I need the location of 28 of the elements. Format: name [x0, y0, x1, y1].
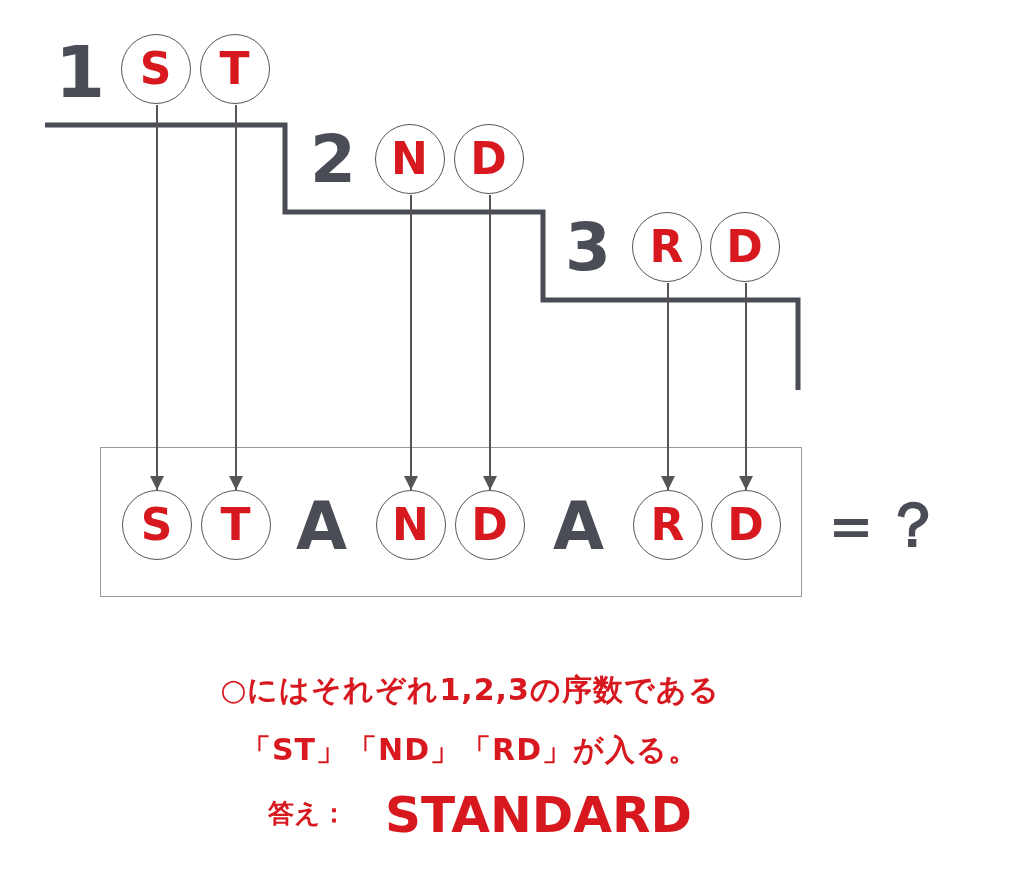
- letter-circle: T: [199, 33, 270, 104]
- letter-circle: N: [375, 489, 446, 560]
- answer-frame: [100, 447, 802, 597]
- letter-circle: S: [121, 489, 192, 560]
- equals-question: ＝？: [820, 494, 944, 556]
- letter-circle: D: [454, 489, 525, 560]
- letter-circle: T: [200, 489, 271, 560]
- arrow: [739, 282, 753, 491]
- answer-label: 答え：: [268, 800, 347, 826]
- letter: A: [296, 494, 348, 560]
- arrow: [150, 104, 164, 491]
- arrow: [229, 104, 243, 491]
- arrow: [483, 194, 497, 491]
- letter-circle: D: [453, 123, 524, 194]
- letter-circle: D: [710, 489, 781, 560]
- letter: A: [553, 494, 605, 560]
- letter-circle: D: [709, 211, 780, 282]
- caption: ○にはそれぞれ1,2,3の序数である「ST」「ND」「RD」が入る。: [219, 671, 721, 769]
- answer-word: STANDARD: [385, 790, 692, 840]
- letter-circle: R: [631, 211, 702, 282]
- arrow: [661, 282, 675, 491]
- step-number: 3: [565, 215, 611, 281]
- letter-circle: N: [374, 123, 445, 194]
- step-number: 1: [55, 36, 106, 108]
- step-number: 2: [310, 127, 356, 193]
- letter-circle: R: [632, 489, 703, 560]
- arrow: [404, 194, 418, 491]
- letter-circle: S: [120, 33, 191, 104]
